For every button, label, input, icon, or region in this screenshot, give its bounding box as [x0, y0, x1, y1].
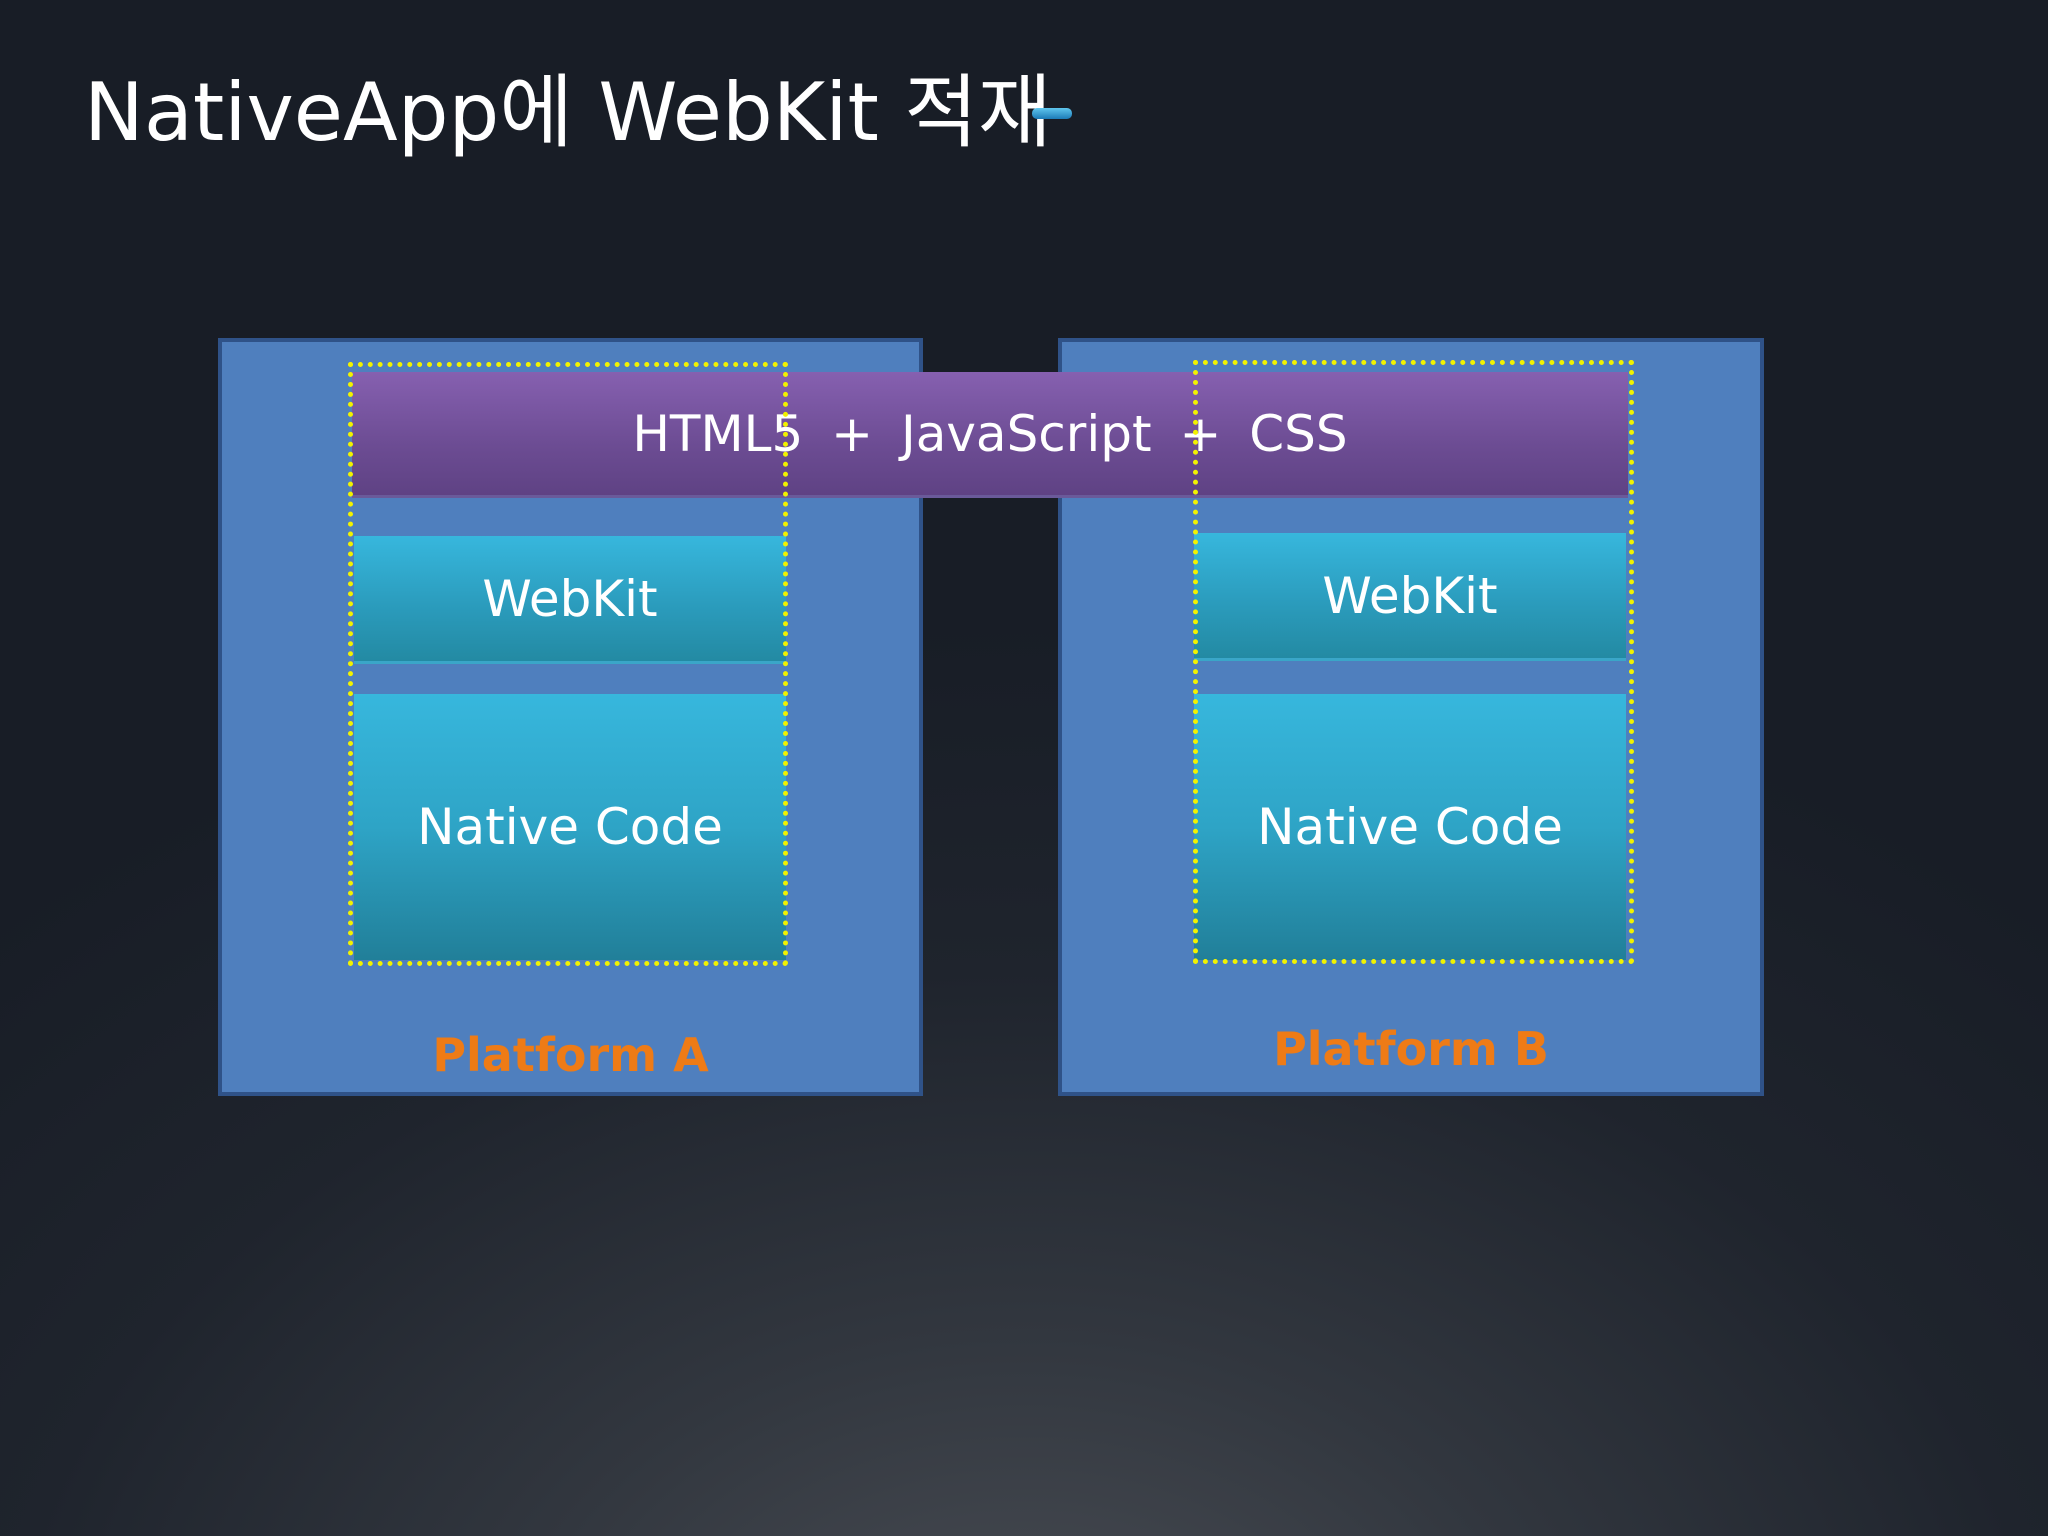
html-js-css-label: HTML5 + JavaScript + CSS — [632, 404, 1348, 463]
selection-outline-b — [1193, 360, 1634, 964]
platform-a-label: Platform A — [432, 1028, 709, 1082]
webkit-label-b: WebKit — [1322, 566, 1498, 625]
html-js-css-layer: HTML5 + JavaScript + CSS — [352, 372, 1628, 498]
selection-outline-a — [348, 362, 788, 966]
native-code-label-a: Native Code — [417, 798, 723, 856]
platform-b-label: Platform B — [1273, 1022, 1549, 1076]
native-code-label-b: Native Code — [1257, 798, 1563, 856]
slide-title: NativeApp에 WebKit 적재 — [84, 66, 1052, 159]
webkit-label-a: WebKit — [482, 569, 658, 628]
webkit-layer-b: WebKit — [1194, 533, 1626, 661]
webkit-layer-a: WebKit — [354, 536, 786, 664]
native-code-layer-a: Native Code — [354, 694, 786, 960]
native-code-layer-b: Native Code — [1194, 694, 1626, 960]
title-dash-decoration — [1032, 108, 1072, 119]
